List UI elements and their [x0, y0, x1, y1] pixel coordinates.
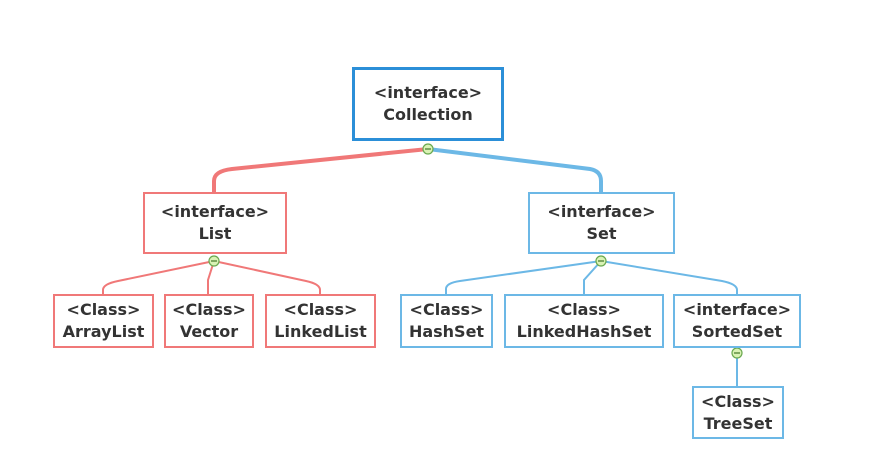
node-name: List: [198, 224, 232, 243]
node-stereotype: <interface>: [547, 202, 656, 221]
node-stereotype: <Class>: [409, 300, 484, 319]
connector-collection-list: [212, 147, 430, 194]
node-arraylist[interactable]: <Class> ArrayList: [53, 294, 154, 348]
node-list[interactable]: <interface> List: [143, 192, 287, 254]
node-stereotype: <Class>: [172, 300, 246, 319]
node-stereotype: <Class>: [66, 300, 141, 319]
connector-collection-set: [426, 147, 603, 194]
node-collection[interactable]: <interface> Collection: [352, 67, 504, 141]
node-name: Vector: [179, 322, 239, 341]
node-stereotype: <Class>: [283, 300, 358, 319]
node-sortedset[interactable]: <interface> SortedSet: [673, 294, 801, 348]
node-stereotype: <interface>: [682, 300, 792, 319]
node-name: ArrayList: [62, 322, 145, 341]
minus-circle-icon[interactable]: [422, 143, 434, 155]
node-name: TreeSet: [703, 413, 773, 433]
node-treeset[interactable]: <Class> TreeSet: [692, 386, 784, 439]
node-name: SortedSet: [691, 322, 783, 341]
node-name: HashSet: [408, 322, 485, 341]
node-stereotype: <Class>: [547, 300, 621, 319]
connector-set-sortedset: [600, 260, 738, 294]
connector-set-hashset: [445, 260, 602, 294]
node-name: Collection: [383, 105, 473, 124]
node-hashset[interactable]: <Class> HashSet: [400, 294, 493, 348]
connector-list-vector: [206, 260, 215, 294]
minus-circle-icon[interactable]: [731, 347, 743, 359]
node-linkedhashset[interactable]: <Class> LinkedHashSet: [504, 294, 664, 348]
connector-list-linkedlist: [213, 260, 321, 294]
node-name: Set: [586, 224, 617, 243]
node-linkedlist[interactable]: <Class> LinkedList: [265, 294, 376, 348]
minus-circle-icon[interactable]: [208, 255, 220, 267]
node-stereotype: <Class>: [701, 391, 775, 411]
connector-list-arraylist: [102, 260, 215, 294]
node-set[interactable]: <interface> Set: [528, 192, 675, 254]
node-stereotype: <interface>: [373, 83, 483, 102]
node-name: LinkedList: [274, 322, 367, 341]
minus-circle-icon[interactable]: [595, 255, 607, 267]
node-vector[interactable]: <Class> Vector: [164, 294, 254, 348]
node-stereotype: <interface>: [160, 202, 270, 221]
node-name: LinkedHashSet: [516, 322, 652, 341]
connector-set-linkedhashset: [583, 260, 602, 294]
